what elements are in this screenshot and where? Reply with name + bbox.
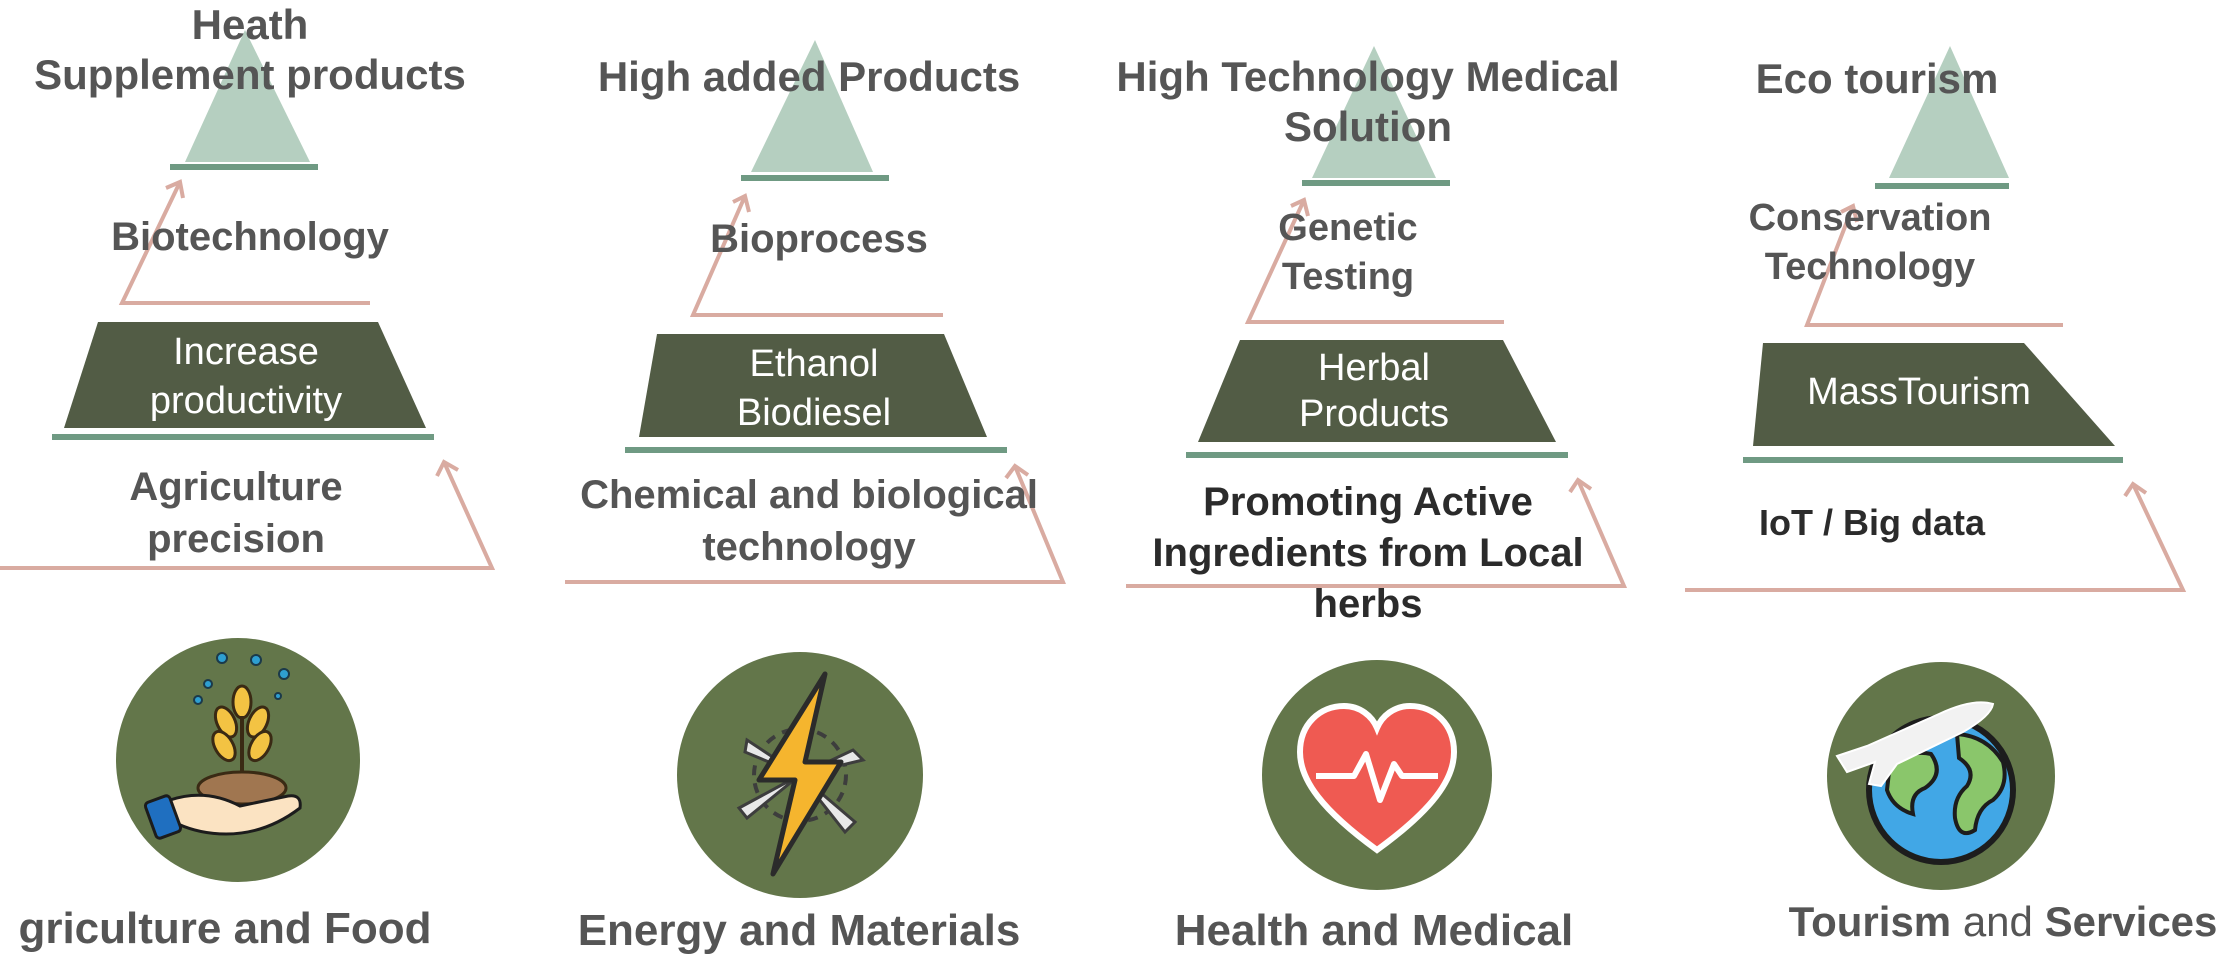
growth-arrow-upper	[1244, 199, 1504, 324]
pyramid-column-tourism: Eco tourism Conservation Technology Mass…	[1677, 0, 2236, 957]
growth-arrow-lower	[565, 465, 1066, 584]
pyramid-bottom-label: Agriculture precision	[129, 465, 343, 561]
sector-title: griculture and Food	[18, 904, 432, 953]
pyramid-middle-label: MassTourism	[1807, 371, 2031, 413]
growth-arrow-upper-head	[165, 179, 185, 199]
sector-icon-circle	[677, 652, 923, 898]
growth-arrow-upper	[689, 195, 943, 317]
growth-arrow-upper-head	[1840, 203, 1859, 223]
pyramid-middle-tier	[639, 334, 987, 437]
pyramid-column-agriculture: Heath Supplement products Biotechnology …	[0, 0, 559, 957]
pyramid-top-label: High added Products	[597, 53, 1021, 100]
pyramid-second-label: Bioprocess	[710, 217, 928, 261]
pyramid-middle-tier	[64, 322, 426, 428]
pyramid-graphic	[1685, 46, 2187, 592]
heart-pulse-icon	[1296, 702, 1458, 854]
pyramid-middle-label: Increase productivity	[149, 331, 343, 423]
wheat-hand-icon	[143, 652, 302, 840]
pyramid-top-triangle	[1312, 46, 1436, 178]
growth-arrow-upper	[1804, 205, 2063, 327]
growth-arrow-lower	[0, 461, 496, 570]
growth-arrow-upper-head	[1290, 197, 1310, 217]
pyramid-graphic	[0, 30, 496, 570]
pyramid-bottom-label: Promoting Active Ingredients from Local …	[1152, 480, 1584, 626]
pyramid-top-triangle	[185, 30, 310, 162]
sector-icon-circle	[1827, 662, 2055, 890]
globe-plane-icon	[1835, 701, 2016, 865]
pyramid-graphic	[565, 40, 1066, 584]
pyramid-middle-label: Herbal Products	[1299, 347, 1449, 435]
pyramid-top-label: High Technology Medical Solution	[1116, 53, 1620, 150]
sector-icon-circle	[116, 638, 360, 882]
growth-arrow-lower-head	[2123, 481, 2148, 498]
pyramid-second-label: Genetic Testing	[1278, 207, 1418, 299]
pyramid-column-health: High Technology Medical Solution Genetic…	[1116, 0, 1677, 957]
pyramid-middle-tier	[1753, 343, 2115, 446]
pyramid-top-label: Heath Supplement products	[34, 1, 466, 98]
sector-title: Tourism and Services	[1753, 898, 2236, 946]
growth-arrow-upper-head	[732, 193, 751, 213]
sector-title-and: and	[1962, 898, 2033, 945]
pyramid-graphic	[1126, 46, 1628, 588]
pyramid-middle-label: Ethanol Biodiesel	[736, 343, 892, 435]
growth-arrow-upper	[118, 181, 370, 305]
lightning-turbine-icon	[736, 671, 866, 877]
growth-arrow-lower	[1685, 483, 2187, 592]
sector-title: Health and Medical	[1174, 906, 1574, 955]
pyramid-top-label: Eco tourism	[1755, 55, 1999, 102]
pyramid-column-energy: High added Products Bioprocess Ethanol B…	[559, 0, 1118, 957]
pyramid-top-triangle	[751, 40, 873, 172]
pyramid-second-label: Conservation Technology	[1748, 197, 1992, 289]
growth-arrow-lower-head	[435, 459, 459, 477]
growth-arrow-lower-head	[1568, 477, 1593, 494]
pyramid-second-label: Biotechnology	[111, 215, 389, 259]
pyramid-bottom-label: Chemical and biological technology	[580, 473, 1038, 569]
sector-title-word-1: Tourism	[1788, 898, 1952, 945]
sector-title: Energy and Materials	[577, 906, 1021, 955]
pyramid-top-triangle	[1889, 46, 2009, 178]
pyramid-bottom-label: IoT / Big data	[1758, 502, 1985, 543]
sector-icon-circle	[1262, 660, 1492, 890]
sector-title-word-2: Services	[2044, 898, 2218, 945]
growth-arrow-lower	[1126, 479, 1628, 588]
growth-arrow-lower-head	[1004, 463, 1030, 480]
pyramid-middle-tier	[1198, 340, 1556, 442]
